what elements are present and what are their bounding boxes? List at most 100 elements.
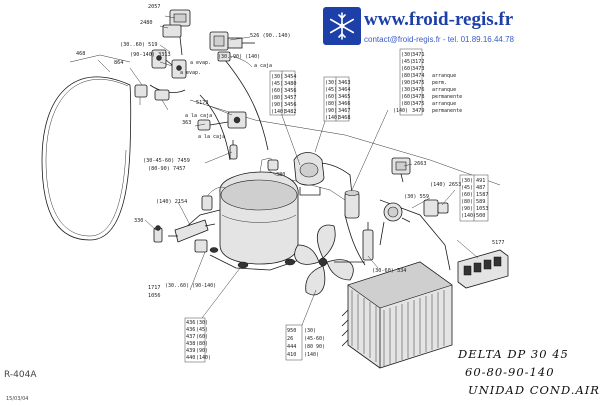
part-note: arranque: [432, 73, 456, 79]
part-number: 589: [476, 199, 485, 205]
compressor: [194, 157, 306, 271]
part-number: 3474: [412, 73, 425, 79]
part-number: 437: [186, 334, 195, 340]
part-number: 438: [186, 341, 195, 347]
part-note: perm.: [432, 80, 447, 86]
side-note: a la caja: [198, 134, 225, 140]
model-code: (80 90): [304, 344, 325, 350]
callout-group-b: (30) 3463 (45) 3464 (60) 3465 (80) 3466 …: [325, 80, 351, 121]
model-code: (80): [196, 341, 208, 347]
part-number: 436: [186, 327, 195, 333]
part-number: 3456: [284, 102, 297, 108]
drawing-date: 15/03/04: [6, 396, 28, 402]
site-url[interactable]: www.froid-regis.fr: [364, 9, 514, 30]
callout-label: 468: [76, 51, 85, 57]
model-code: (80): [401, 73, 413, 79]
part-number: 3456: [284, 88, 297, 94]
model-code: (45): [461, 185, 473, 191]
model-code: (30): [271, 74, 283, 80]
model-code: (140): [393, 108, 408, 114]
title-block: DELTA DP 30 45 60-80-90-140 UNIDAD COND.…: [457, 347, 600, 397]
refrigerant-label: R-404A: [4, 370, 37, 380]
side-note: a la caja: [185, 113, 212, 119]
brand-header: www.froid-regis.fr contact@froid-regis.f…: [322, 4, 598, 50]
side-note: a caja: [254, 63, 272, 69]
callout-label: 2663: [414, 161, 427, 167]
part-number: 1053: [476, 206, 489, 212]
model-code: (140): [461, 213, 476, 219]
model-code: (45): [196, 327, 208, 333]
callout-label: 1717: [148, 285, 161, 291]
part-note: arranque: [432, 101, 456, 107]
model-code: (45-60): [304, 336, 325, 342]
part-number: 3479: [412, 108, 425, 114]
model-code: (90): [401, 80, 413, 86]
solenoid-valve-assembly: [209, 31, 255, 68]
model-code: (90): [271, 102, 283, 108]
callout-label: 363: [182, 120, 191, 126]
model-code: (140): [325, 115, 340, 121]
model-code: (60): [271, 88, 283, 94]
callout-label: (30-60) 334: [372, 268, 406, 274]
condenser-coil: [341, 261, 453, 369]
model-code: (140): [304, 352, 319, 358]
callout-label: (140) 2154: [156, 199, 187, 205]
fan-blade: [294, 224, 365, 296]
part-number: 500: [476, 213, 485, 219]
part-number: 3465: [338, 94, 351, 100]
capacitor: [344, 190, 360, 219]
model-code: (30): [401, 87, 413, 93]
model-code: (60): [401, 66, 413, 72]
model-title-line-2: 60-80-90-140: [465, 365, 555, 379]
callout-labels: 2057 2480 (30..60) 519 (90-140) 3313 526…: [76, 4, 505, 361]
callout-label: (90-140) 3313: [130, 52, 171, 58]
callout-label: 2480: [140, 20, 153, 26]
high-pressure-switch: [391, 157, 411, 183]
part-note: permanente: [432, 108, 462, 114]
model-code: (90): [196, 348, 208, 354]
service-valve: [153, 225, 163, 243]
model-code: (80): [461, 199, 473, 205]
model-code: (80): [325, 101, 337, 107]
part-number: 444: [287, 344, 296, 350]
expansion-valve: [379, 202, 411, 246]
callout-label: 330: [134, 218, 143, 224]
model-code: (30): [196, 320, 208, 326]
model-code: (30): [461, 178, 473, 184]
part-number: 3464: [338, 87, 351, 93]
part-number: 26: [287, 336, 293, 342]
part-number: 950: [287, 328, 296, 334]
callout-label: 5173: [196, 100, 209, 106]
callout-label: 2057: [148, 4, 161, 10]
model-code: (80): [271, 95, 283, 101]
callout-label: 380: [276, 172, 285, 178]
callout-label: 864: [114, 60, 123, 66]
model-code: (90): [325, 108, 337, 114]
part-number: 3467: [338, 108, 351, 114]
callout-label: 526 (90..140): [250, 33, 291, 39]
part-number: 3463: [338, 80, 351, 86]
part-number: 491: [476, 178, 485, 184]
model-code: (60): [461, 192, 473, 198]
callout-group-right: (30) 491 (45) 487 (60) 1587 (80) 589 (90…: [461, 178, 489, 219]
part-number: 3468: [338, 115, 351, 121]
model-title-line-1: DELTA DP 30 45: [457, 347, 569, 361]
part-number: 3466: [338, 101, 351, 107]
callout-group-bottom-mid: 950 (30) 26 (45-60) 444 (80 90) 410 (140…: [287, 328, 325, 358]
model-code: (30): [304, 328, 316, 334]
filter-drier: [229, 140, 238, 160]
model-code: (140): [271, 109, 286, 115]
part-number: 3478: [412, 94, 425, 100]
fan-motor: [293, 152, 325, 196]
model-code: (60): [325, 94, 337, 100]
part-note: arranque: [432, 87, 456, 93]
part-note: permanente: [432, 94, 462, 100]
model-code: (140): [196, 355, 211, 361]
side-note: a evap.: [180, 70, 201, 76]
part-number: 3471: [412, 52, 425, 58]
model-code: (80): [401, 101, 413, 107]
connection-valve: [423, 199, 449, 217]
capillary-coil: [41, 54, 132, 241]
callout-label: (140) 2653: [430, 182, 461, 188]
model-code: (30): [401, 52, 413, 58]
